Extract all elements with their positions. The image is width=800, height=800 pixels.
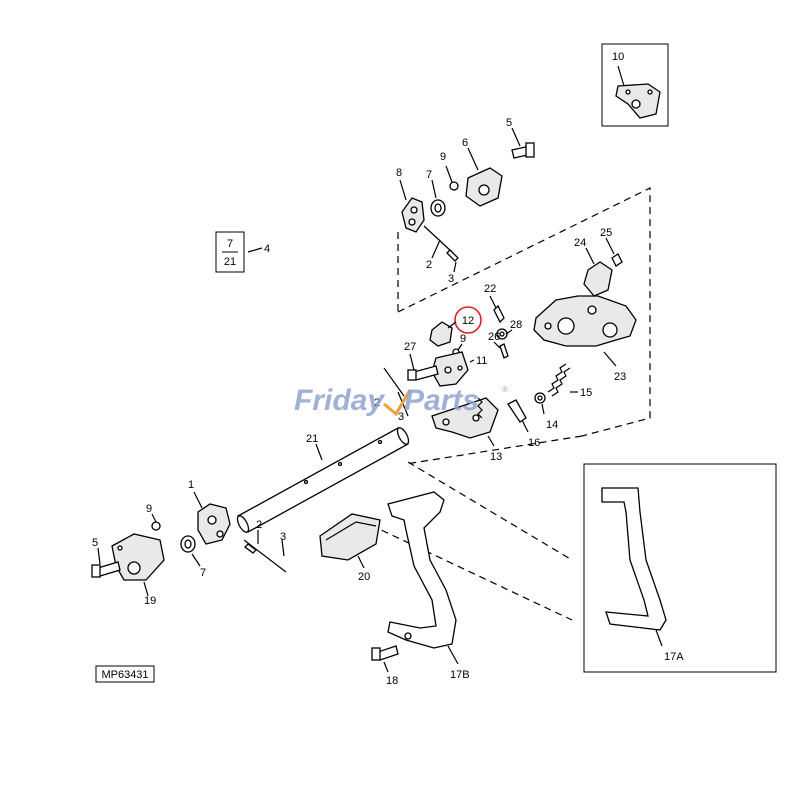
bushing-7-lower <box>180 535 196 553</box>
callout-28: 28 <box>510 319 522 331</box>
callout-9-lower: 9 <box>146 503 152 515</box>
spring-15 <box>547 363 571 397</box>
arm-8 <box>401 197 425 233</box>
callout-12: 12 <box>462 315 474 327</box>
switch-24 <box>583 261 613 297</box>
plate-23 <box>533 295 637 347</box>
callout-13: 13 <box>490 451 502 463</box>
watermark-part1: Friday <box>294 384 385 417</box>
callout-2-upper: 2 <box>426 259 432 271</box>
callout-6: 6 <box>462 137 468 149</box>
callout-9-upper: 9 <box>440 151 446 163</box>
nut-9-upper <box>449 181 459 191</box>
nut-14 <box>534 392 546 404</box>
bolt-18 <box>371 645 399 661</box>
clip-16 <box>507 399 527 423</box>
bracket-6 <box>465 167 503 207</box>
bolt-5-upper <box>511 142 535 159</box>
callout-3-middle: 3 <box>398 411 404 423</box>
callout-1: 1 <box>188 479 194 491</box>
callout-11: 11 <box>476 355 487 367</box>
callout-4: 4 <box>264 243 270 255</box>
bolt-27 <box>407 365 439 381</box>
bracket-19 <box>111 533 165 581</box>
callout-7-lower: 7 <box>200 567 206 579</box>
callout-17b: 17B <box>450 669 470 681</box>
callout-16: 16 <box>528 437 540 449</box>
bolt-5-lower <box>91 561 121 578</box>
callout-18: 18 <box>386 675 398 687</box>
ref-box-top: 7 <box>227 238 233 250</box>
screw-25 <box>611 253 623 267</box>
bushing-7-upper <box>430 199 446 217</box>
callout-26: 26 <box>488 331 500 343</box>
screw-26 <box>499 343 509 359</box>
nut-9-lower <box>151 521 161 531</box>
pedal-17b <box>387 491 457 649</box>
callout-25: 25 <box>600 227 612 239</box>
callout-7-upper: 7 <box>426 169 432 181</box>
callout-2-lower: 2 <box>256 519 262 531</box>
screw-22 <box>493 304 505 324</box>
callout-27: 27 <box>404 341 416 353</box>
watermark-logo: Friday Parts ® <box>294 384 508 417</box>
callout-3-upper: 3 <box>448 273 454 285</box>
shaft-21 <box>236 427 410 533</box>
callout-24: 24 <box>574 237 586 249</box>
callout-19: 19 <box>144 595 156 607</box>
ref-box <box>215 231 245 273</box>
callout-17a: 17A <box>664 651 684 663</box>
callout-23: 23 <box>614 371 626 383</box>
callout-10: 10 <box>612 51 624 63</box>
pin-rod-upper <box>423 225 459 262</box>
pedal-17a <box>601 487 667 631</box>
inset-frame-17a <box>583 463 777 673</box>
callout-14: 14 <box>546 419 558 431</box>
callout-2-middle: 2 <box>374 397 380 409</box>
callout-5-upper: 5 <box>506 117 512 129</box>
pedal-pad-20 <box>319 513 381 561</box>
callout-8: 8 <box>396 167 402 179</box>
callout-15: 15 <box>580 387 592 399</box>
ref-box-bottom: 21 <box>224 256 236 268</box>
bracket-10 <box>615 83 661 119</box>
highlight-circle <box>454 306 482 334</box>
callout-5-lower: 5 <box>92 537 98 549</box>
watermark-part2: Parts <box>404 384 479 417</box>
arm-1 <box>197 503 231 545</box>
bracket-11 <box>431 351 469 387</box>
callout-20: 20 <box>358 571 370 583</box>
figure-id: MP63431 <box>101 669 148 681</box>
callout-21: 21 <box>306 433 318 445</box>
callout-22: 22 <box>484 283 496 295</box>
callout-9-middle: 9 <box>460 333 466 345</box>
watermark-reg: ® <box>502 385 508 394</box>
pin-rod-lower <box>243 539 287 573</box>
bracket-13 <box>431 397 499 439</box>
figure-id-box <box>95 665 155 683</box>
callout-3-lower: 3 <box>280 531 286 543</box>
inset-frame-10 <box>601 43 669 127</box>
switch-12 <box>429 321 453 347</box>
